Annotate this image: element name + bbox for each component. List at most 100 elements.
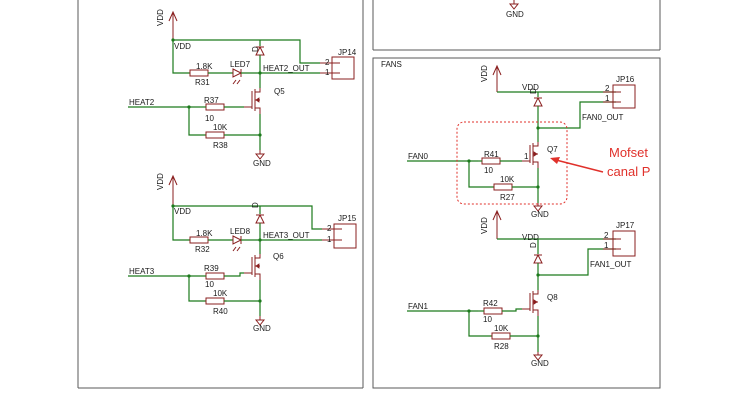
led7-icon	[232, 68, 243, 85]
gnd-symbol: GND	[253, 150, 271, 168]
flyback-diode: D	[251, 45, 265, 56]
svg-text:10K: 10K	[213, 123, 228, 132]
svg-text:D: D	[251, 202, 260, 208]
svg-text:1: 1	[524, 152, 529, 161]
svg-text:Q7: Q7	[547, 145, 558, 154]
svg-text:D: D	[529, 88, 538, 94]
gnd-symbol: GND	[253, 316, 271, 333]
svg-text:GND: GND	[253, 159, 271, 168]
connector-jp17: JP17 2 1	[603, 221, 636, 257]
svg-text:10K: 10K	[500, 175, 515, 184]
svg-text:1.8K: 1.8K	[196, 62, 213, 71]
svg-text:Q6: Q6	[273, 252, 284, 261]
fans-frame-title: FANS	[381, 60, 402, 69]
svg-text:VDD: VDD	[480, 65, 489, 82]
svg-text:VDD: VDD	[480, 217, 489, 234]
svg-text:GND: GND	[531, 210, 549, 219]
gnd-symbol: GND	[531, 203, 549, 219]
svg-text:1: 1	[605, 94, 610, 103]
resistor-r27	[493, 183, 513, 191]
highlight-box	[456, 121, 568, 205]
connector-jp15: JP15 2 1	[322, 214, 357, 249]
svg-text:R37: R37	[204, 96, 219, 105]
mosfet-q8	[522, 290, 539, 316]
svg-text:2: 2	[604, 231, 609, 240]
svg-text:10K: 10K	[213, 289, 228, 298]
svg-text:10: 10	[484, 166, 493, 175]
gnd-symbol-top: GND	[506, 0, 524, 19]
svg-text:Q5: Q5	[274, 87, 285, 96]
svg-text:VDD: VDD	[174, 207, 191, 216]
svg-text:2: 2	[327, 224, 332, 233]
mosfet-q7	[522, 142, 539, 168]
fan1-circuit: VDD VDD D JP17 2 1 FAN1_OUT	[407, 209, 636, 368]
svg-text:R32: R32	[195, 245, 210, 254]
svg-text:R41: R41	[484, 150, 499, 159]
mosfet-q6	[244, 254, 261, 280]
svg-text:R38: R38	[213, 141, 228, 150]
mosfet-q5	[244, 88, 261, 114]
svg-text:VDD: VDD	[156, 173, 165, 190]
svg-text:R42: R42	[483, 299, 498, 308]
resistor-r40	[205, 297, 225, 305]
svg-text:JP16: JP16	[616, 75, 635, 84]
top-right-frame	[372, 0, 661, 51]
svg-text:GND: GND	[531, 359, 549, 368]
svg-text:1: 1	[327, 235, 332, 244]
fan0-circuit: VDD VDD D JP16 2 1 FAN0_OUT	[407, 64, 636, 219]
resistor-r28	[491, 332, 511, 340]
connector-jp14: JP14 2 1	[320, 48, 357, 80]
svg-text:GND: GND	[253, 324, 271, 333]
svg-text:10: 10	[205, 280, 214, 289]
annotation-callout: Mofset canal P	[550, 145, 650, 179]
svg-text:JP17: JP17	[616, 221, 635, 230]
connector-jp16: JP16 2 1	[603, 75, 636, 109]
vdd-symbol: VDD	[156, 9, 178, 40]
svg-text:R39: R39	[204, 264, 219, 273]
annotation-line-2: canal P	[607, 164, 650, 179]
flyback-diode: D	[529, 88, 543, 107]
vdd-symbol: VDD	[480, 64, 502, 92]
flyback-diode: D	[251, 202, 265, 224]
svg-text:1: 1	[325, 68, 330, 77]
svg-text:FAN0: FAN0	[408, 152, 429, 161]
fans-frame	[372, 57, 661, 389]
svg-text:JP15: JP15	[338, 214, 357, 223]
svg-text:HEAT2: HEAT2	[129, 98, 155, 107]
svg-text:GND: GND	[506, 10, 524, 19]
svg-text:1.8K: 1.8K	[196, 229, 213, 238]
flyback-diode: D	[529, 242, 543, 264]
svg-text:HEAT2_OUT: HEAT2_OUT	[263, 64, 310, 73]
resistor-r38	[205, 131, 225, 139]
svg-text:10K: 10K	[494, 324, 509, 333]
led8-icon	[232, 235, 243, 252]
resistor-r42	[483, 307, 503, 315]
svg-text:D: D	[251, 46, 260, 52]
svg-text:HEAT3: HEAT3	[129, 267, 155, 276]
svg-text:1: 1	[604, 241, 609, 250]
svg-text:VDD: VDD	[522, 233, 539, 242]
svg-text:R40: R40	[213, 307, 228, 316]
svg-text:R31: R31	[195, 78, 210, 87]
vdd-symbol: VDD	[156, 173, 178, 206]
resistor-r39	[205, 272, 225, 280]
vdd-symbol: VDD	[480, 209, 502, 239]
svg-text:FAN1_OUT: FAN1_OUT	[590, 260, 631, 269]
svg-text:JP14: JP14	[338, 48, 357, 57]
svg-text:R28: R28	[494, 342, 509, 351]
left-frame	[77, 0, 364, 389]
svg-text:10: 10	[205, 114, 214, 123]
svg-text:R27: R27	[500, 193, 515, 202]
svg-text:Q8: Q8	[547, 293, 558, 302]
gnd-symbol: GND	[531, 352, 549, 368]
svg-text:D: D	[529, 242, 538, 248]
svg-text:FAN1: FAN1	[408, 302, 429, 311]
svg-text:10: 10	[483, 315, 492, 324]
svg-text:2: 2	[605, 84, 610, 93]
svg-text:VDD: VDD	[174, 42, 191, 51]
svg-text:2: 2	[325, 58, 330, 67]
heat2-circuit: VDD VDD D 1.8K R31 LED7 HEAT2_OUT	[128, 9, 357, 168]
svg-text:LED7: LED7	[230, 60, 251, 69]
svg-text:FAN0_OUT: FAN0_OUT	[582, 113, 623, 122]
